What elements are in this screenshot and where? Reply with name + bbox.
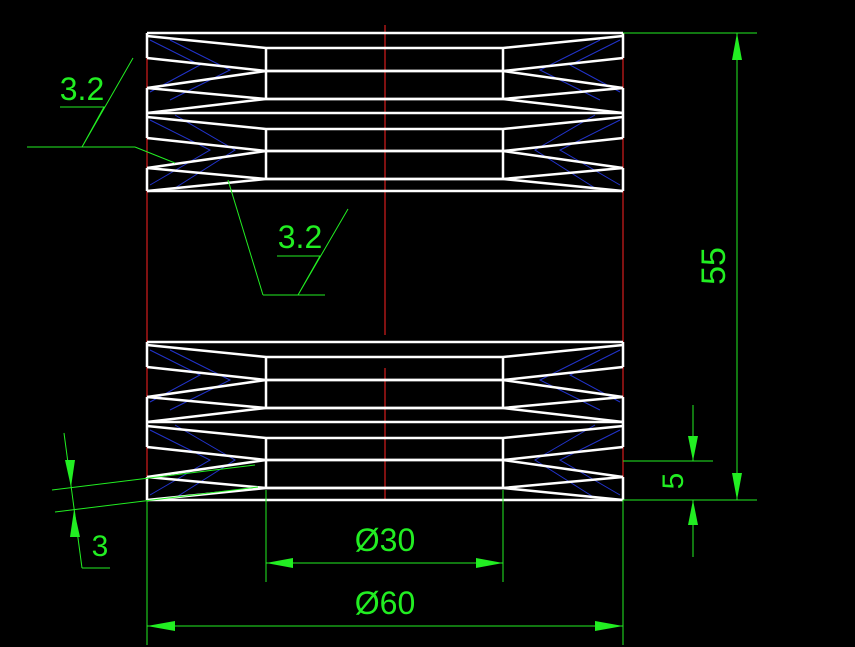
arrow-up (732, 33, 742, 60)
dim-text-outer-diameter: Ø60 (355, 585, 415, 621)
dimension-lines (27, 32, 757, 645)
spring-stack-bottom (145, 340, 625, 502)
dim-text-step: 5 (657, 473, 690, 490)
dim-text-inner-diameter: Ø30 (355, 522, 415, 558)
dim-text-chamfer: 3 (92, 530, 109, 563)
roughness-symbol-middle (277, 208, 349, 296)
roughness-symbol-top (60, 57, 134, 148)
spring-stack-top (145, 31, 625, 193)
roughness-text-middle: 3.2 (278, 219, 322, 255)
dim-text-height: 55 (695, 247, 733, 285)
roughness-text-top: 3.2 (60, 71, 104, 107)
arrow-down (732, 473, 742, 500)
